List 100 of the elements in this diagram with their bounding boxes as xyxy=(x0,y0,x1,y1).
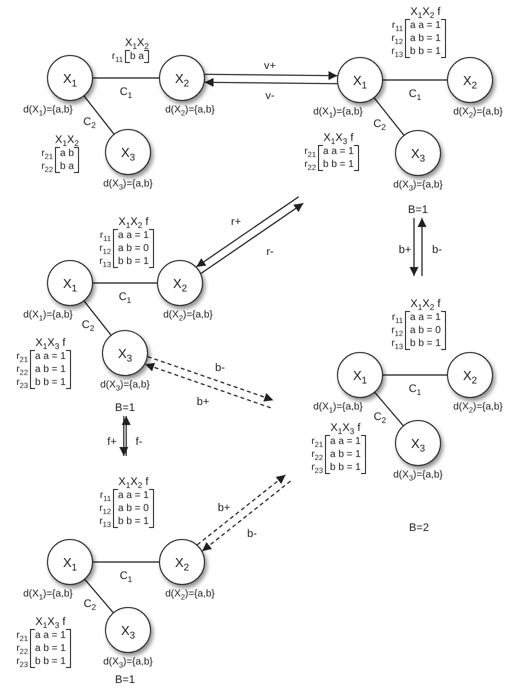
row-name: r$_{22}$ xyxy=(311,448,323,461)
matrix-row: a b = 0 xyxy=(118,502,149,515)
matrix-row: a a = 1 xyxy=(330,435,361,448)
row-name: r$_{11}$ xyxy=(391,19,403,32)
matrix-row: a b = 1 xyxy=(410,32,441,45)
domain-label: d(X$_{2}$)={a,b} xyxy=(453,106,503,118)
edge-label: C$_{2}$ xyxy=(80,319,96,332)
matrix-row: a a = 1 xyxy=(118,489,149,502)
row-name: r$_{11}$ xyxy=(99,489,111,502)
connector-line xyxy=(93,561,159,563)
bound-label: B=1 xyxy=(115,674,135,686)
variable-node: X$_{3}$ xyxy=(395,130,441,176)
variable-node: X$_{2}$ xyxy=(447,57,493,103)
connector-line xyxy=(84,96,114,134)
domain-label: d(X$_{1}$)={a,b} xyxy=(23,104,73,116)
edge-label: r- xyxy=(265,246,275,258)
matrix-row: a a = 1 xyxy=(118,229,149,242)
row-name: r$_{23}$ xyxy=(16,376,28,389)
row-name: r$_{23}$ xyxy=(16,655,28,668)
edge-label: C$_{2}$ xyxy=(82,116,97,128)
domain-label: d(X$_{2}$)={a,b} xyxy=(165,104,215,116)
variable-node: X$_{2}$ xyxy=(447,352,493,398)
connector-line xyxy=(84,579,114,613)
variable-node: X$_{3}$ xyxy=(395,420,441,466)
domain-label: d(X$_{1}$)={a,b} xyxy=(23,588,73,600)
matrix-row: b b = 1 xyxy=(323,158,354,171)
edge-label: b- xyxy=(431,244,443,256)
row-name: r$_{11}$ xyxy=(112,50,123,63)
variable-node: X$_{3}$ xyxy=(105,129,151,175)
arrow xyxy=(196,196,300,268)
arrow xyxy=(122,416,131,456)
dashed-arrow xyxy=(148,356,274,402)
table-header: X$_{1}$X$_{3}$ f xyxy=(34,615,66,629)
row-name: r$_{21}$ xyxy=(16,350,28,363)
edge-label: C$_{1}$ xyxy=(118,570,134,582)
matrix-row: b b = 1 xyxy=(410,337,441,350)
arrow xyxy=(410,218,418,276)
matrix-row: b b = 1 xyxy=(118,515,149,528)
dashed-arrow xyxy=(196,474,286,546)
edge-label: C$_{1}$ xyxy=(408,383,422,395)
table-header: X$_{1}$X$_{2}$ xyxy=(55,133,79,147)
domain-label: d(X$_{3}$)={a,b} xyxy=(393,470,443,480)
table-header: X$_{1}$X$_{2}$ f xyxy=(117,475,150,489)
variable-node: X$_{1}$ xyxy=(337,57,383,103)
edge-label: C$_{2}$ xyxy=(82,598,98,610)
row-name: r$_{12}$ xyxy=(99,502,111,515)
edge-label: b- xyxy=(214,362,226,374)
variable-node: X$_{2}$ xyxy=(159,539,205,585)
edge-label: b+ xyxy=(216,502,232,514)
variable-node: X$_{1}$ xyxy=(47,55,93,101)
bound-label: B=1 xyxy=(408,204,428,216)
edge-label: b+ xyxy=(398,244,412,256)
matrix-row: a b = 1 xyxy=(330,448,361,461)
bound-label: B=2 xyxy=(409,522,429,534)
arrow xyxy=(200,202,304,274)
bound-label: B=1 xyxy=(115,402,135,414)
matrix-row: b a xyxy=(60,160,74,173)
connector-line xyxy=(93,282,157,284)
edge-label: C$_{1}$ xyxy=(408,88,422,100)
matrix-row: a a = 1 xyxy=(410,19,441,32)
row-name: r$_{21}$ xyxy=(41,147,53,160)
row-name: r$_{12}$ xyxy=(391,324,403,337)
edge-label: v- xyxy=(264,90,276,102)
table-header: X$_{1}$X$_{2}$ xyxy=(125,36,149,50)
arrow xyxy=(204,71,338,80)
row-name: r$_{22}$ xyxy=(16,642,28,655)
row-name: r$_{13}$ xyxy=(391,337,403,350)
table-header: X$_{1}$X$_{3}$ f xyxy=(322,131,354,145)
domain-label: d(X$_{1}$)={a,b} xyxy=(313,106,363,118)
row-name: r$_{21}$ xyxy=(16,629,28,642)
dashed-arrow xyxy=(202,480,291,552)
arrow xyxy=(119,416,128,456)
edge-label: b+ xyxy=(196,396,210,408)
row-name: r$_{13}$ xyxy=(99,255,111,268)
edge-label: C$_{2}$ xyxy=(372,118,387,130)
variable-node: X$_{1}$ xyxy=(47,260,93,306)
edge-label: C$_{1}$ xyxy=(118,291,132,303)
row-name: r$_{22}$ xyxy=(16,363,28,376)
connector-line xyxy=(383,374,447,376)
row-name: r$_{13}$ xyxy=(391,45,403,58)
connector-line xyxy=(93,77,159,79)
matrix-row: a a = 1 xyxy=(410,311,441,324)
arrow xyxy=(418,218,426,276)
row-name: r$_{21}$ xyxy=(304,145,316,158)
variable-node: X$_{1}$ xyxy=(337,352,383,398)
arrow xyxy=(204,78,338,87)
matrix-row: a a = 1 xyxy=(35,350,66,363)
connector-line xyxy=(84,300,112,336)
table-header: X$_{1}$X$_{2}$ f xyxy=(409,297,442,311)
edge-label: C$_{2}$ xyxy=(372,410,388,423)
row-name: r$_{11}$ xyxy=(391,311,403,324)
dashed-arrow xyxy=(144,362,271,408)
matrix-row: b b = 1 xyxy=(330,461,361,474)
table-header: X$_{1}$X$_{3}$ f xyxy=(329,421,362,435)
matrix-row: b b = 1 xyxy=(35,655,66,668)
matrix-row: a b = 1 xyxy=(35,642,66,655)
matrix-row: a b = 0 xyxy=(410,324,441,337)
edge-label: f+ xyxy=(106,436,118,448)
connector-line xyxy=(383,79,447,81)
variable-node: X$_{3}$ xyxy=(102,330,148,376)
